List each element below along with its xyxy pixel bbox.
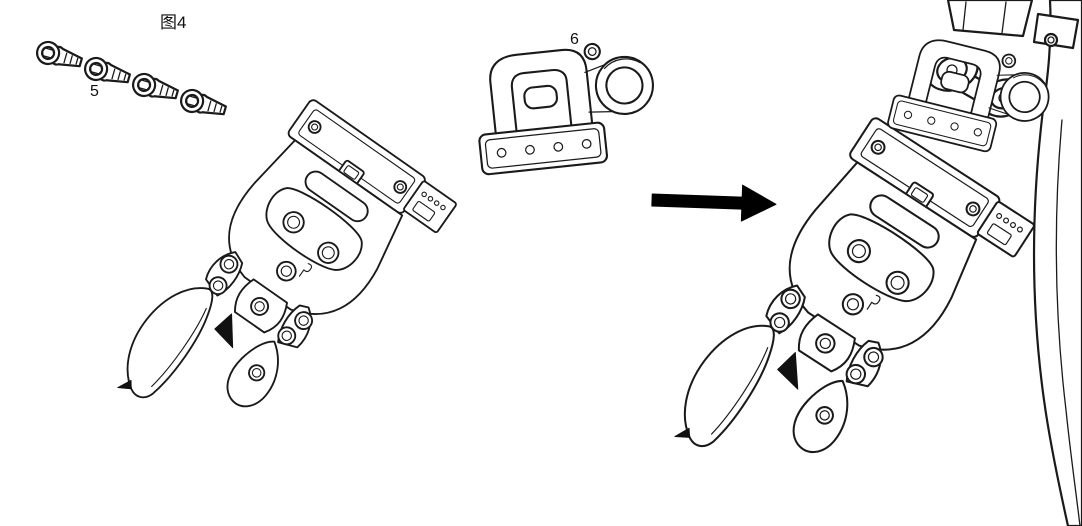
assembled-view <box>659 0 1082 526</box>
gripper-assembled-view <box>659 110 1038 526</box>
gripper-exploded-view <box>104 92 460 488</box>
part-label-screws: 5 <box>90 83 99 100</box>
figure-label: 图4 <box>160 13 187 32</box>
assembly-direction-arrow <box>651 184 777 222</box>
screws-item-5 <box>33 38 229 123</box>
part-label-bracket: 6 <box>570 31 579 48</box>
bracket-item-6 <box>469 37 662 176</box>
